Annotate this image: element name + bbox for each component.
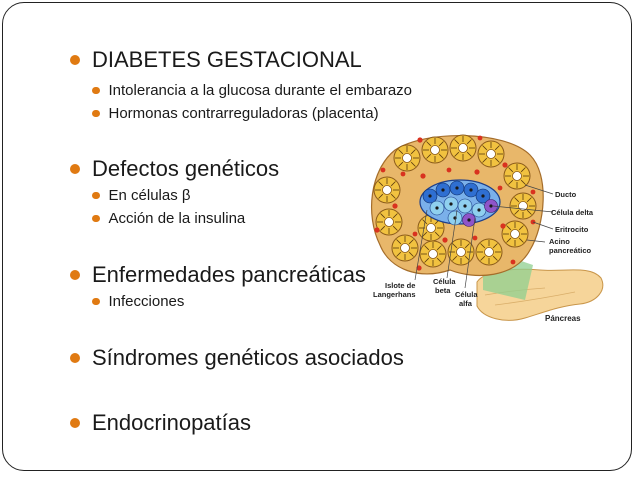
bullet-dot-icon xyxy=(92,214,100,223)
bullet-dot-icon xyxy=(70,55,80,65)
label-ducto: Ducto xyxy=(555,190,577,199)
islet-of-langerhans xyxy=(419,179,501,227)
label-beta: beta xyxy=(435,286,451,295)
label-pancreas: Páncreas xyxy=(545,314,581,323)
erythrocytes xyxy=(374,135,536,271)
sub-bullet-hormonas: Hormonas contrarreguladoras (placenta) xyxy=(92,105,379,122)
pancreas-islet-illustration: Ducto Célula delta Eritrocito Acino panc… xyxy=(370,134,604,323)
bullet-text: Enfermedades pancreáticas xyxy=(92,262,366,287)
label-acino: Acino xyxy=(549,237,570,246)
bullet-dot-icon xyxy=(70,418,80,428)
bullet-text: En células β xyxy=(108,187,191,204)
label-langerhans: Langerhans xyxy=(373,290,416,299)
sub-bullet-infecciones: Infecciones xyxy=(92,293,184,310)
bullet-text: DIABETES GESTACIONAL xyxy=(92,47,362,72)
bullet-dot-icon xyxy=(92,109,100,118)
sub-bullet-accion-insulina: Acción de la insulina xyxy=(92,210,245,227)
sub-bullet-intolerancia: Intolerancia a la glucosa durante el emb… xyxy=(92,82,412,99)
bullet-dot-icon xyxy=(70,164,80,174)
illustration-labels: Ducto Célula delta Eritrocito Acino panc… xyxy=(373,190,594,323)
label-celula-alfa: Célula xyxy=(455,290,478,299)
bullet-text: Intolerancia a la glucosa durante el emb… xyxy=(108,82,413,99)
label-alfa: alfa xyxy=(459,299,473,308)
bullet-text: Hormonas contrarreguladoras (placenta) xyxy=(108,105,379,122)
slide-frame xyxy=(2,2,632,471)
sub-bullet-celulas-beta: En células β xyxy=(92,187,191,204)
bullet-text: Síndromes genéticos asociados xyxy=(92,345,404,370)
bullet-text: Endocrinopatías xyxy=(92,410,251,435)
bullet-diabetes-gestacional: DIABETES GESTACIONAL xyxy=(70,47,362,73)
label-eritrocito: Eritrocito xyxy=(555,225,589,234)
bullet-defectos-geneticos: Defectos genéticos xyxy=(70,156,279,182)
label-pancreatico: pancreático xyxy=(549,246,592,255)
label-leader-lines xyxy=(414,184,554,289)
bullet-text: Defectos genéticos xyxy=(92,156,280,181)
bullet-dot-icon xyxy=(70,270,80,280)
bullet-endocrinopatias: Endocrinopatías xyxy=(70,410,251,436)
bullet-dot-icon xyxy=(70,353,80,363)
bullet-dot-icon xyxy=(92,191,100,200)
label-islote: Islote de xyxy=(385,281,415,290)
bullet-sindromes-geneticos: Síndromes genéticos asociados xyxy=(70,345,404,371)
bullet-text: Acción de la insulina xyxy=(108,210,246,227)
bullet-enfermedades-pancreaticas: Enfermedades pancreáticas xyxy=(70,262,366,288)
bullet-dot-icon xyxy=(92,86,100,95)
label-celula-beta: Célula xyxy=(433,277,456,286)
bullet-dot-icon xyxy=(92,297,100,306)
bullet-text: Infecciones xyxy=(108,293,185,310)
label-celula-delta: Célula delta xyxy=(551,208,594,217)
